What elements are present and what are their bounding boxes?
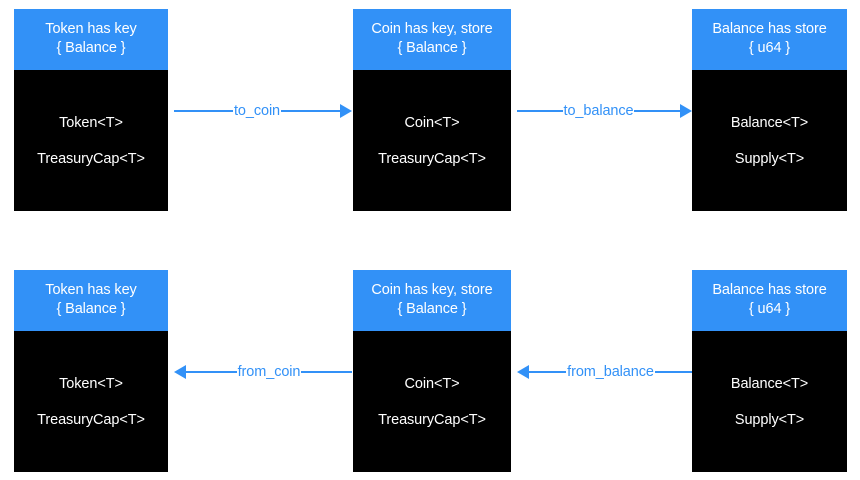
- edge-line-right: [301, 371, 353, 373]
- node-body-line-1: Balance<T>: [730, 375, 809, 392]
- edge-line-left: [529, 371, 567, 373]
- node-header: Token has key { Balance }: [14, 9, 168, 70]
- node-header-line-1: Coin has key, store: [371, 21, 493, 37]
- node-header-line-2: { Balance }: [56, 301, 126, 317]
- node-header-line-1: Balance has store: [712, 21, 827, 37]
- node-body: Balance<T> Supply<T>: [692, 331, 847, 472]
- edge-label-to-balance: to_balance: [563, 102, 634, 119]
- node-token-reverse[interactable]: Token has key { Balance } Token<T> Treas…: [14, 270, 168, 472]
- node-header: Token has key { Balance }: [14, 270, 168, 331]
- node-body: Token<T> TreasuryCap<T>: [14, 70, 168, 211]
- arrow-left-icon: [174, 365, 186, 379]
- arrow-right-icon: [680, 104, 693, 118]
- edge-line-right: [654, 371, 693, 373]
- arrow-left-icon: [517, 365, 529, 379]
- node-body: Coin<T> TreasuryCap<T>: [353, 331, 511, 472]
- node-body-line-2: TreasuryCap<T>: [378, 411, 486, 428]
- node-header-line-1: Coin has key, store: [371, 282, 493, 298]
- arrow-right-icon: [340, 104, 352, 118]
- node-coin-reverse[interactable]: Coin has key, store { Balance } Coin<T> …: [353, 270, 511, 472]
- node-body-line-2: Supply<T>: [734, 150, 805, 167]
- node-body-line-1: Coin<T>: [404, 375, 460, 392]
- edge-line-left: [174, 110, 233, 112]
- node-header-line-2: { u64 }: [748, 301, 791, 317]
- node-body-line-2: TreasuryCap<T>: [37, 150, 145, 167]
- node-header-line-1: Token has key: [45, 21, 137, 37]
- edge-line-left: [186, 371, 237, 373]
- edge-line-left: [517, 110, 563, 112]
- node-body-line-1: Coin<T>: [404, 114, 460, 131]
- node-token-forward[interactable]: Token has key { Balance } Token<T> Treas…: [14, 9, 168, 211]
- edge-label-from-coin: from_coin: [237, 363, 301, 380]
- node-coin-forward[interactable]: Coin has key, store { Balance } Coin<T> …: [353, 9, 511, 211]
- node-balance-reverse[interactable]: Balance has store { u64 } Balance<T> Sup…: [692, 270, 847, 472]
- node-header: Coin has key, store { Balance }: [353, 270, 511, 331]
- node-header-line-2: { Balance }: [397, 40, 467, 56]
- edge-to-balance[interactable]: to_balance: [517, 98, 693, 124]
- edge-from-balance[interactable]: from_balance: [517, 359, 693, 385]
- node-body: Coin<T> TreasuryCap<T>: [353, 70, 511, 211]
- edge-label-to-coin: to_coin: [233, 102, 281, 119]
- node-header: Balance has store { u64 }: [692, 9, 847, 70]
- edge-label-from-balance: from_balance: [567, 363, 654, 380]
- node-body-line-2: TreasuryCap<T>: [37, 411, 145, 428]
- node-body: Token<T> TreasuryCap<T>: [14, 331, 168, 472]
- node-header-line-1: Token has key: [45, 282, 137, 298]
- node-header-line-1: Balance has store: [712, 282, 827, 298]
- node-header: Balance has store { u64 }: [692, 270, 847, 331]
- edge-from-coin[interactable]: from_coin: [174, 359, 353, 385]
- node-body-line-1: Token<T>: [59, 114, 123, 131]
- node-body: Balance<T> Supply<T>: [692, 70, 847, 211]
- node-header-line-2: { Balance }: [397, 301, 467, 317]
- edge-line-right: [634, 110, 681, 112]
- edge-to-coin[interactable]: to_coin: [174, 98, 352, 124]
- node-header: Coin has key, store { Balance }: [353, 9, 511, 70]
- node-balance-forward[interactable]: Balance has store { u64 } Balance<T> Sup…: [692, 9, 847, 211]
- edge-line-right: [281, 110, 340, 112]
- node-body-line-2: TreasuryCap<T>: [378, 150, 486, 167]
- node-header-line-2: { u64 }: [748, 40, 791, 56]
- node-body-line-2: Supply<T>: [734, 411, 805, 428]
- node-header-line-2: { Balance }: [56, 40, 126, 56]
- node-body-line-1: Token<T>: [59, 375, 123, 392]
- node-body-line-1: Balance<T>: [730, 114, 809, 131]
